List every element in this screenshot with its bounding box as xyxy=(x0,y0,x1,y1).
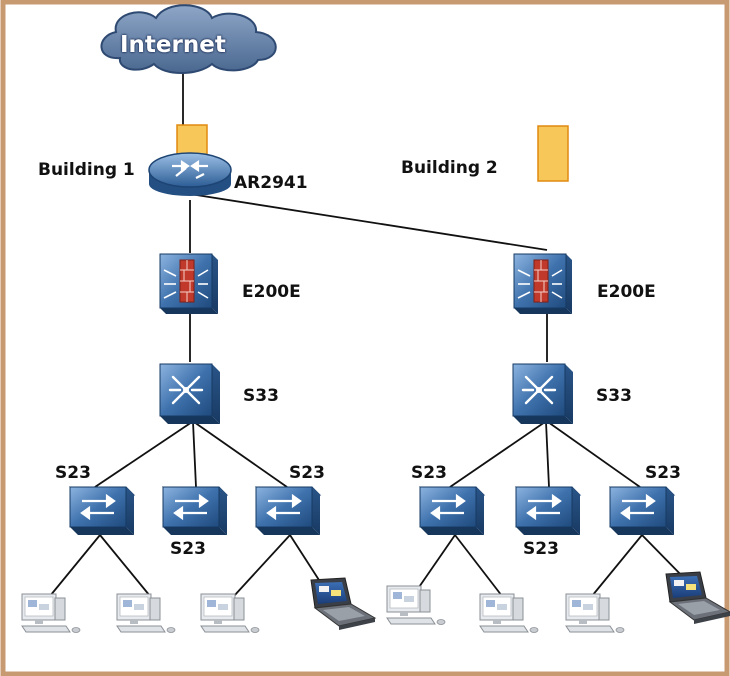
links xyxy=(49,60,689,597)
desktop-pc-3-icon xyxy=(200,593,260,633)
link-core-2-access-5 xyxy=(545,421,550,488)
laptop-4-icon xyxy=(310,577,377,630)
link-access-1-pc-1 xyxy=(49,534,101,597)
firewall-1-label: E200E xyxy=(242,282,301,302)
link-core-1-access-1 xyxy=(94,421,193,488)
link-core-1-access-2 xyxy=(192,421,197,488)
access-switch-5-icon xyxy=(514,486,582,535)
link-core-2-access-4 xyxy=(449,421,546,488)
building-2-label: Building 2 xyxy=(401,158,498,178)
access-switch-1-icon xyxy=(68,486,136,535)
firewall-1-icon xyxy=(159,253,218,314)
desktop-pc-7-icon xyxy=(565,593,625,633)
desktop-pc-2-icon xyxy=(116,593,176,633)
building-2-icon xyxy=(537,125,569,182)
endpoints xyxy=(21,571,730,633)
internet-cloud-label: Internet xyxy=(120,32,226,58)
link-access-4-pc-5 xyxy=(454,534,503,597)
access-switch-4-icon xyxy=(418,486,486,535)
firewall-2-label: E200E xyxy=(597,282,656,302)
internet-cloud-icon xyxy=(100,4,277,74)
access-switches xyxy=(68,486,676,535)
desktop-pc-1-icon xyxy=(21,593,81,633)
building-1-label: Building 1 xyxy=(38,160,135,180)
access-switch-3-label: S23 xyxy=(289,463,325,483)
router-label: AR2941 xyxy=(234,173,308,193)
link-core-1-access-3 xyxy=(193,421,288,488)
access-switch-1-label: S23 xyxy=(55,463,91,483)
desktop-pc-6-icon xyxy=(479,593,539,633)
firewall-2-icon xyxy=(513,253,572,314)
router-icon xyxy=(148,152,232,196)
link-access-6-pc-6 xyxy=(591,534,643,597)
link-router-firewall-2 xyxy=(189,193,548,251)
access-switch-2-label: S23 xyxy=(170,539,206,559)
link-access-1-pc-2 xyxy=(99,534,151,597)
access-switch-4-label: S23 xyxy=(411,463,447,483)
link-access-3-pc-3 xyxy=(233,534,291,597)
desktop-pc-5-icon xyxy=(386,585,446,625)
laptop-8-icon xyxy=(665,571,730,624)
core-switch-1-icon xyxy=(159,363,220,424)
link-core-2-access-6 xyxy=(547,421,641,488)
core-switch-2-icon xyxy=(512,363,573,424)
access-switch-5-label: S23 xyxy=(523,539,559,559)
access-switch-2-icon xyxy=(161,486,229,535)
link-access-4-pc-4 xyxy=(416,534,456,591)
access-switch-6-icon xyxy=(608,486,676,535)
access-switch-6-label: S23 xyxy=(645,463,681,483)
access-switch-3-icon xyxy=(254,486,322,535)
core-switch-2-label: S33 xyxy=(596,386,632,406)
core-switch-1-label: S33 xyxy=(243,386,279,406)
